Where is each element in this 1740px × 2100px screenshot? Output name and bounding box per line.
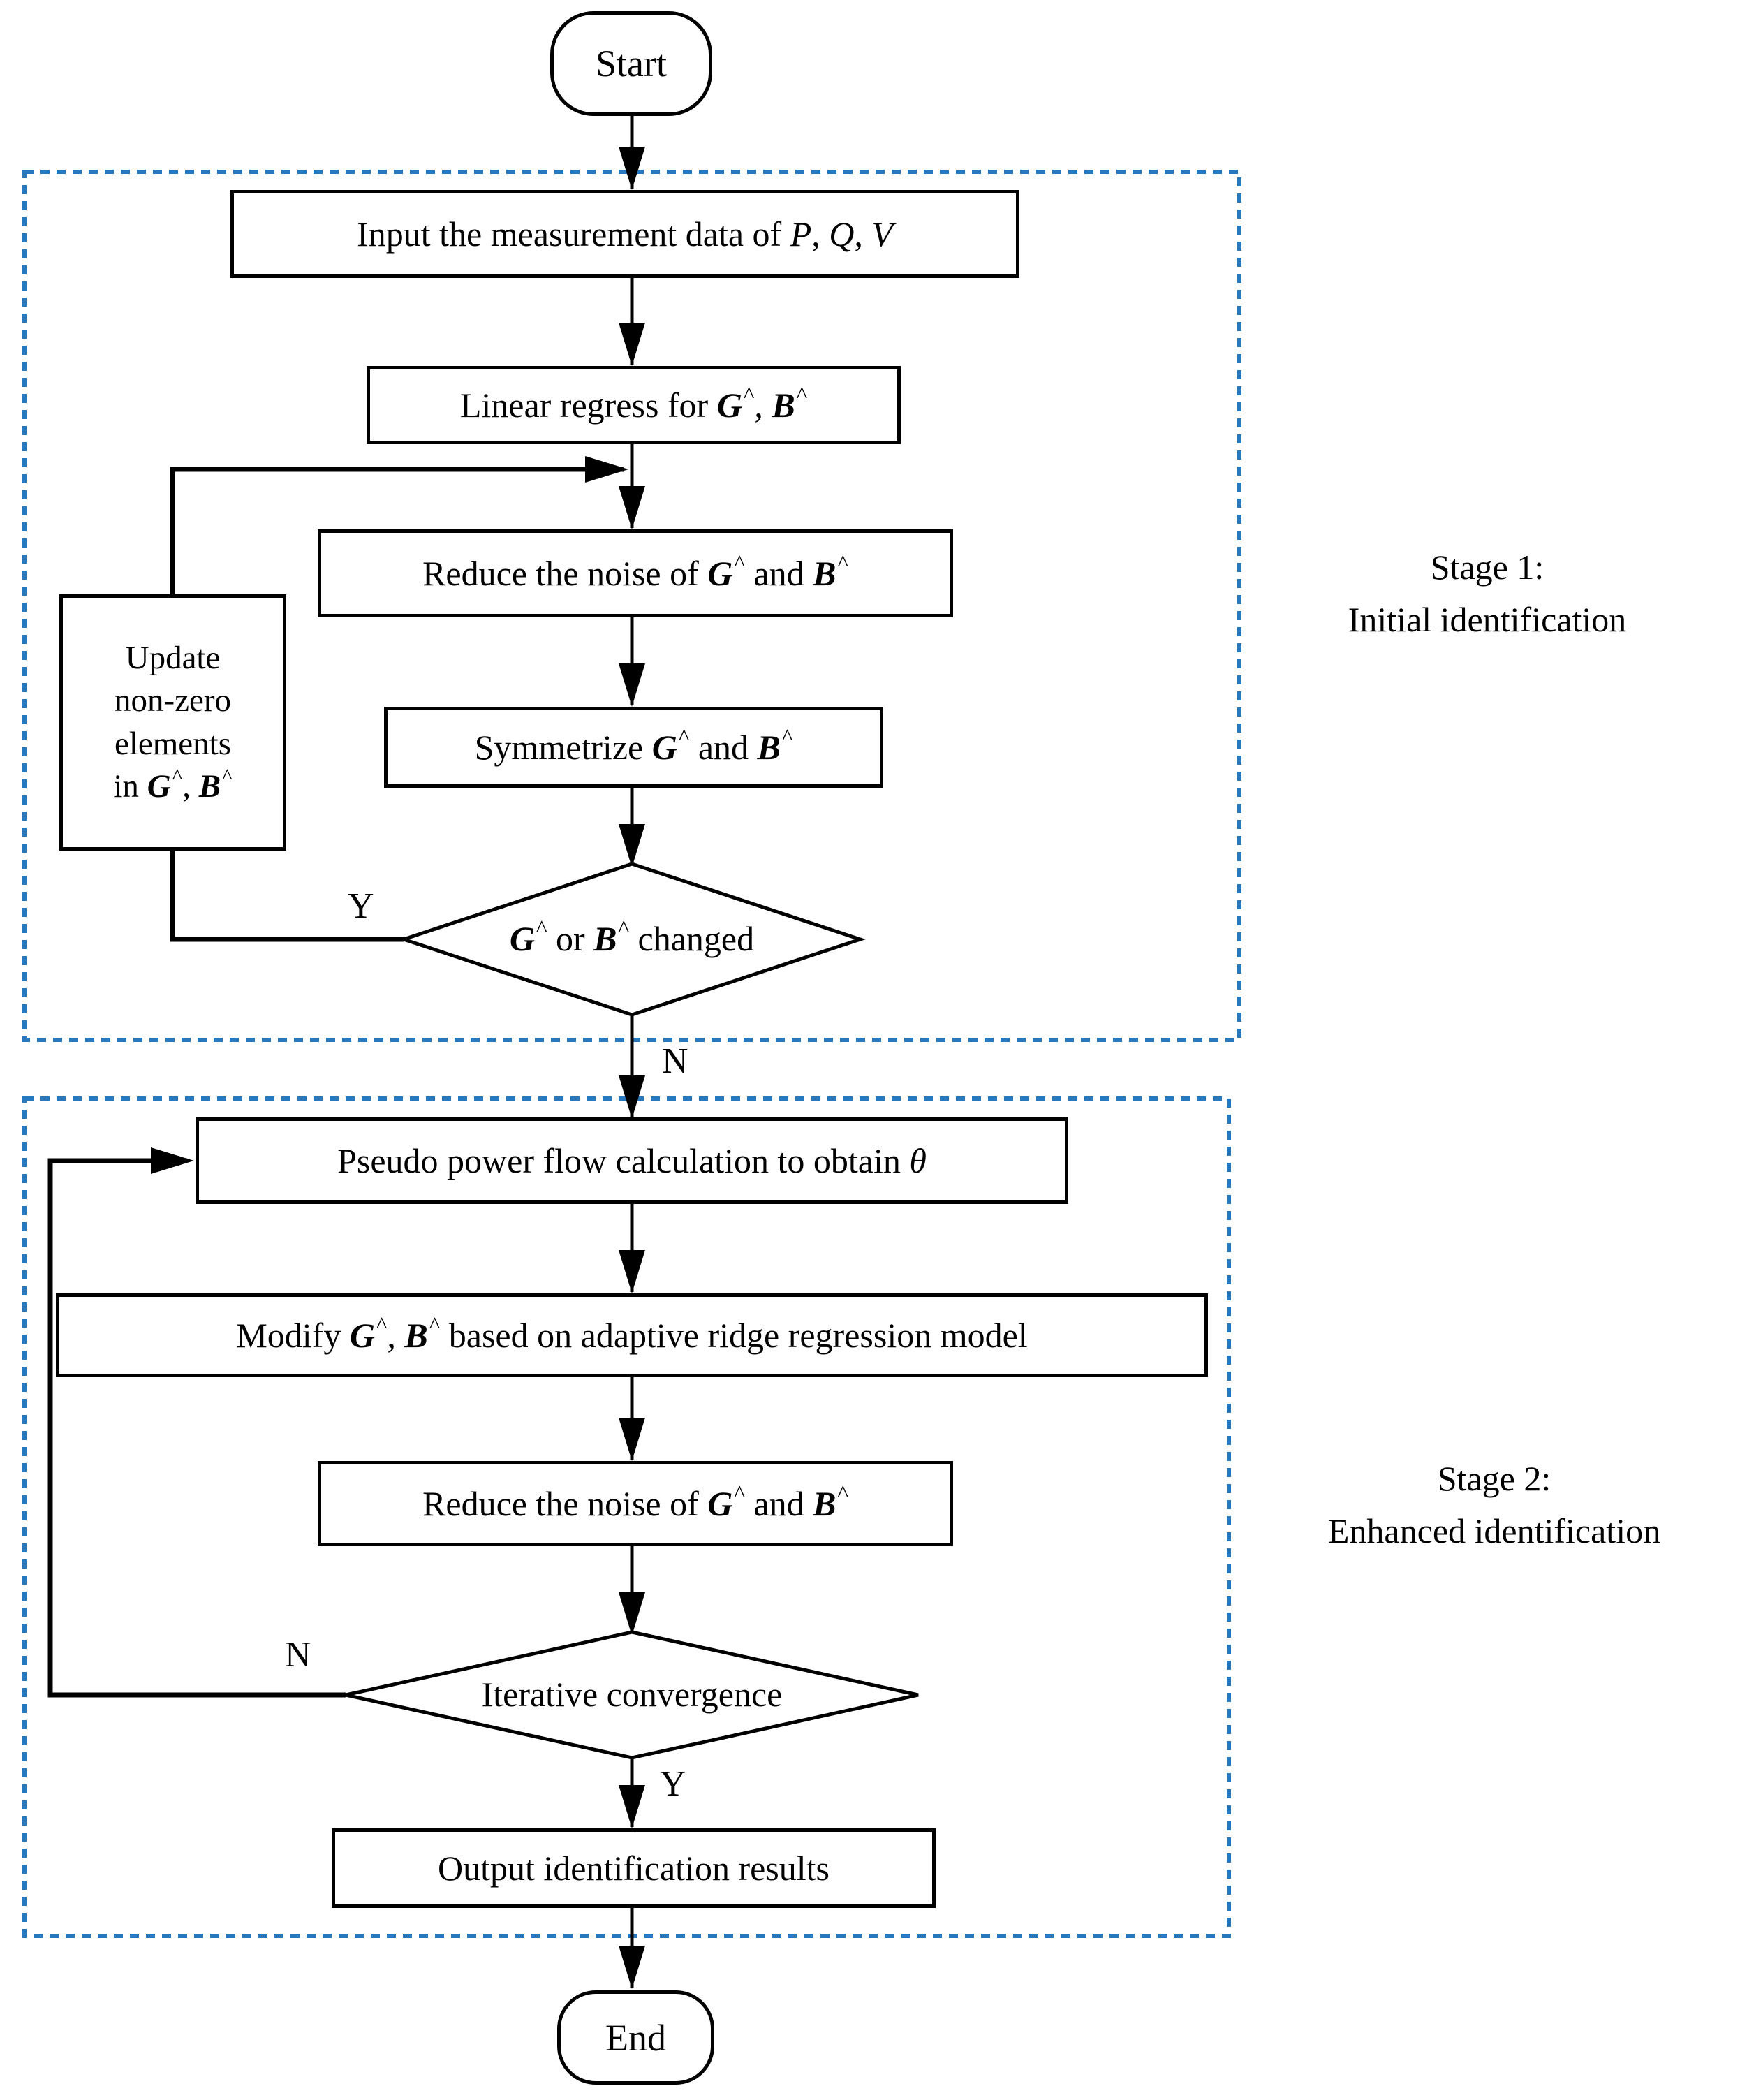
node-input-measurement: Input the measurement data of P, Q, V bbox=[230, 190, 1019, 278]
decision1-text: G^ or B^ changed bbox=[509, 916, 755, 959]
edge-decision2-no-to-pseudo bbox=[47, 1158, 346, 1698]
edge-label-yes-stage1-text: Y bbox=[348, 886, 374, 926]
arrowhead-loop1-merge bbox=[585, 456, 628, 483]
arrowhead-into-modify bbox=[619, 1250, 645, 1293]
node-modify-gb: Modify G^, B^ based on adaptive ridge re… bbox=[56, 1293, 1208, 1377]
linear-regress-label: Linear regress for G^, B^ bbox=[459, 383, 808, 425]
arrowhead-into-pseudo-left bbox=[151, 1147, 194, 1174]
decision-diamond-stage2 bbox=[345, 1630, 919, 1760]
edge-decision1-yes-to-update bbox=[170, 851, 404, 942]
node-output-results: Output identification results bbox=[332, 1828, 936, 1908]
arrowhead-into-reduce2 bbox=[619, 1418, 645, 1461]
edge-label-no-stage2: N bbox=[285, 1634, 311, 1675]
node-start: Start bbox=[550, 11, 712, 116]
stage1-label-line1: Stage 1: bbox=[1430, 548, 1544, 587]
arrowhead-into-reduce1 bbox=[619, 486, 645, 529]
stage2-label: Stage 2: Enhanced identification bbox=[1250, 1453, 1739, 1557]
symmetrize-label: Symmetrize G^ and B^ bbox=[474, 725, 793, 767]
stage1-label-line2: Initial identification bbox=[1348, 600, 1627, 639]
edge-label-no-stage1-text: N bbox=[662, 1041, 688, 1081]
arrowhead-into-pseudo-top bbox=[619, 1075, 645, 1119]
edge-label-yes-stage2: Y bbox=[660, 1763, 686, 1805]
node-linear-regress: Linear regress for G^, B^ bbox=[367, 366, 901, 444]
reduce-noise-stage2-label: Reduce the noise of G^ and B^ bbox=[422, 1481, 848, 1523]
edge-label-no-stage2-text: N bbox=[285, 1635, 311, 1675]
stage2-label-line2: Enhanced identification bbox=[1327, 1511, 1661, 1550]
node-end: End bbox=[557, 1990, 714, 2085]
reduce-noise-stage1-label: Reduce the noise of G^ and B^ bbox=[422, 551, 848, 593]
arrowhead-into-decision2 bbox=[619, 1592, 645, 1636]
stage1-label: Stage 1: Initial identification bbox=[1264, 541, 1711, 646]
node-pseudo-power-flow: Pseudo power flow calculation to obtain … bbox=[196, 1117, 1068, 1204]
input-measurement-label: Input the measurement data of P, Q, V bbox=[357, 214, 893, 254]
stage2-label-line1: Stage 2: bbox=[1437, 1459, 1551, 1498]
decision-diamond-stage1 bbox=[398, 862, 866, 1017]
pseudo-power-flow-label: Pseudo power flow calculation to obtain … bbox=[337, 1140, 927, 1180]
edge-label-yes-stage2-text: Y bbox=[660, 1764, 686, 1804]
node-reduce-noise-stage2: Reduce the noise of G^ and B^ bbox=[318, 1461, 953, 1546]
node-symmetrize: Symmetrize G^ and B^ bbox=[384, 707, 883, 788]
arrowhead-into-symmetrize bbox=[619, 663, 645, 707]
arrowhead-into-output bbox=[619, 1785, 645, 1828]
edge-label-no-stage1: N bbox=[662, 1041, 688, 1082]
arrowhead-into-end bbox=[619, 1946, 645, 1989]
edge-update-to-mainline bbox=[170, 467, 624, 594]
arrowhead-into-linear bbox=[619, 323, 645, 366]
modify-gb-label: Modify G^, B^ based on adaptive ridge re… bbox=[236, 1313, 1028, 1355]
arrowhead-into-input bbox=[619, 147, 645, 190]
decision1-label: G^ or B^ changed bbox=[422, 894, 841, 985]
start-label: Start bbox=[596, 43, 667, 85]
node-reduce-noise-stage1: Reduce the noise of G^ and B^ bbox=[318, 529, 953, 617]
edge-label-yes-stage1: Y bbox=[348, 886, 374, 927]
arrowhead-into-decision1 bbox=[619, 824, 645, 867]
decision2-label: Iterative convergence bbox=[422, 1650, 841, 1740]
decision2-text: Iterative convergence bbox=[481, 1675, 783, 1714]
output-results-label: Output identification results bbox=[437, 1848, 830, 1888]
end-label: End bbox=[605, 2016, 666, 2059]
